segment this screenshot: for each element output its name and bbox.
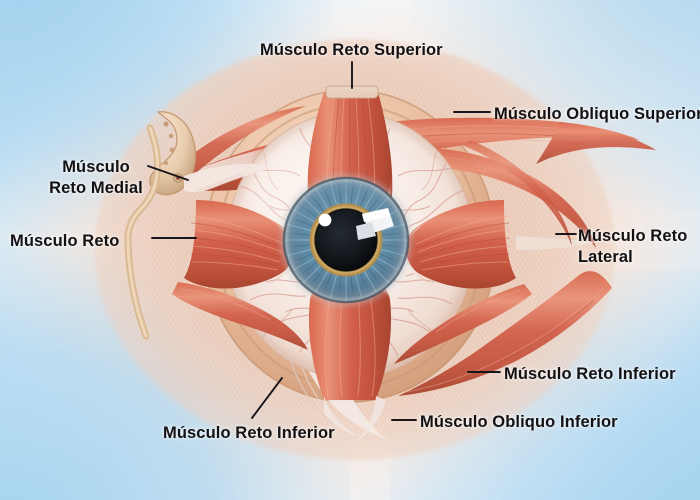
label-line: Lateral	[578, 248, 633, 267]
label-musculo-obliquo-superior: Músculo Obliquo Superior	[494, 104, 700, 125]
label-line: Músculo Reto Inferior	[163, 424, 335, 442]
label-musculo-obliquo-inferior: Músculo Obliquo Inferior	[420, 412, 618, 433]
label-line: Músculo Reto	[578, 227, 688, 245]
label-line: Músculo Obliquo Superior	[494, 105, 700, 123]
label-line: Músculo Reto Superior	[260, 41, 443, 59]
label-line: Músculo Obliquo Inferior	[420, 413, 618, 431]
label-musculo-reto-inferior-esquerdo: Músculo Reto Inferior	[163, 423, 335, 444]
label-line: Músculo Reto	[10, 232, 120, 250]
pupil-highlight-large	[356, 208, 394, 240]
label-musculo-reto-medial: Músculo Reto Medial	[44, 157, 148, 199]
trochlea-pulley	[124, 111, 274, 340]
iris-and-pupil	[280, 174, 412, 306]
label-musculo-reto-inferior-direito: Músculo Reto Inferior	[504, 364, 676, 385]
medial-rectus-lower-belly	[172, 282, 308, 350]
lateral-rectus-lower-belly	[394, 284, 532, 364]
pupil-highlight-small	[318, 213, 332, 227]
lateral-rectus-muscle	[401, 200, 596, 289]
label-line: Músculo	[62, 158, 130, 176]
inferior-oblique-muscle	[398, 271, 612, 396]
leader-lines	[147, 61, 577, 421]
label-line: Músculo Reto Inferior	[504, 365, 676, 383]
label-musculo-reto-superior: Músculo Reto Superior	[260, 40, 443, 61]
label-line: Reto Medial	[49, 179, 143, 198]
leader-inferior-rectus-left	[251, 377, 283, 419]
leader-medial-rectus	[147, 165, 189, 181]
label-musculo-reto-lateral: Músculo Reto Lateral	[578, 226, 687, 268]
label-musculo-reto: Músculo Reto	[10, 231, 119, 252]
